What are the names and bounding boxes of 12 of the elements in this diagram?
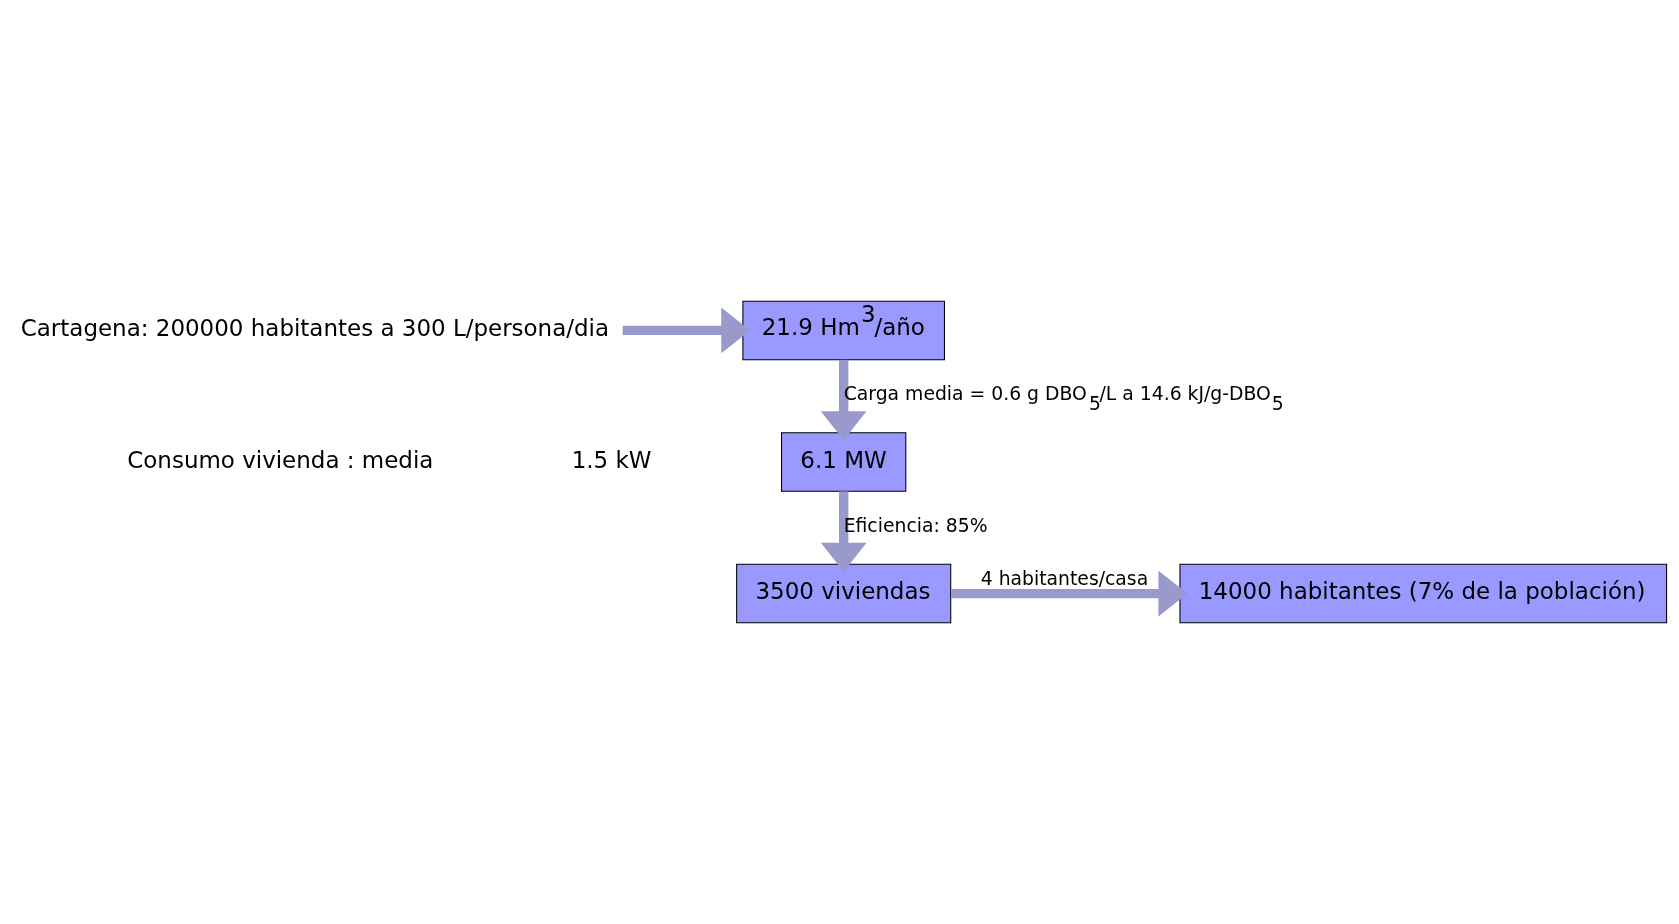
arrow bbox=[820, 359, 867, 441]
node-box: 3500 viviendas bbox=[736, 563, 952, 624]
arrow bbox=[951, 570, 1188, 617]
arrow bbox=[820, 491, 867, 572]
node-box: 14000 habitantes (7% de la población) bbox=[1179, 563, 1668, 624]
node-box: 6.1 MW bbox=[781, 432, 907, 492]
label: Consumo vivienda : media bbox=[127, 446, 434, 473]
arrow bbox=[622, 307, 751, 354]
edge-label: Eficiencia: 85% bbox=[843, 515, 988, 537]
node-text: Cartagena: 200000 habitantes a 300 L/persona/dia bbox=[20, 315, 610, 342]
edge-label: 4 habitantes/casa bbox=[980, 567, 1149, 589]
label: 1.5 kW bbox=[571, 446, 652, 473]
